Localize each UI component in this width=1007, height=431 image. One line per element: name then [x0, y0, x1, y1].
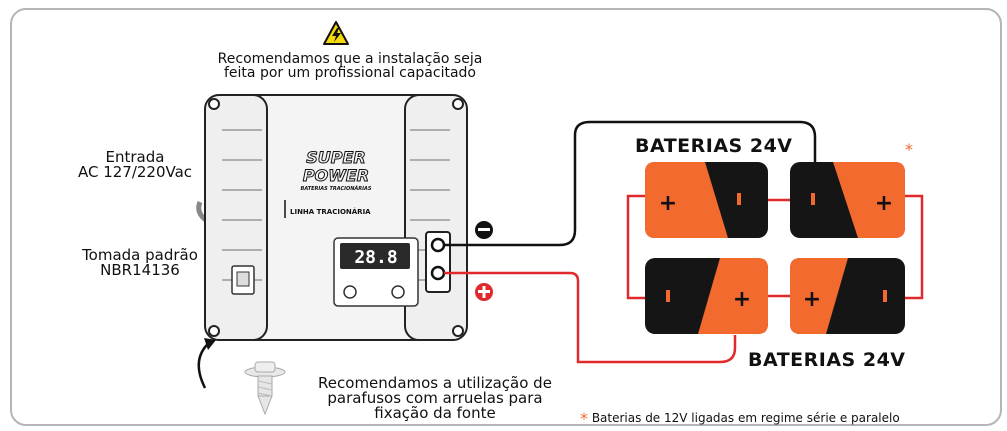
screw-with-washer-icon [244, 361, 286, 416]
svg-text:POWER: POWER [303, 166, 369, 185]
input-label-line-1: Entrada [105, 148, 165, 166]
socket-label: Tomada padrão NBR14136 [55, 248, 225, 278]
screw-text-line-2: parafusos com arruelas para [327, 389, 543, 407]
parallel-link-left [626, 194, 645, 300]
socket-label-line-1: Tomada padrão [82, 246, 198, 264]
brand-logo: SUPER POWER BATERIAS TRACIONÁRIAS [301, 148, 372, 193]
parallel-link-right [905, 194, 924, 300]
screw-recommendation-text: Recomendamos a utilização de parafusos c… [285, 376, 585, 421]
warning-line-1: Recomendamos que a instalação seja [217, 51, 483, 67]
svg-text:+: + [803, 287, 821, 312]
socket-label-line-2: NBR14136 [100, 261, 180, 279]
batteries-bottom-label: BATERIAS 24V [748, 349, 906, 371]
batteries-top-label: BATERIAS 24V [635, 135, 793, 157]
warning-line-2: feita por um profissional capacitado [224, 65, 476, 81]
installation-warning-text: Recomendamos que a instalação seja feita… [180, 52, 520, 80]
power-supply-device [204, 94, 468, 341]
input-label-line-2: AC 127/220Vac [77, 163, 193, 181]
battery-top-left: + [645, 162, 768, 238]
positive-wire [444, 271, 737, 364]
screw-text-line-3: fixação da fonte [374, 404, 496, 422]
svg-text:+: + [733, 287, 751, 312]
positive-terminal-icon [475, 283, 493, 301]
negative-terminal-icon [475, 221, 493, 239]
batteries-asterisk: * [905, 140, 913, 159]
negative-wire [444, 120, 817, 247]
battery-bottom-right: + [790, 258, 905, 334]
input-label: Entrada AC 127/220Vac [45, 150, 225, 180]
battery-bottom-left: + [645, 258, 768, 334]
battery-top-right: + [790, 162, 905, 238]
svg-text:SUPER: SUPER [306, 148, 366, 167]
footnote-text: Baterias de 12V ligadas em regime série … [591, 411, 900, 425]
svg-text:+: + [659, 191, 677, 216]
screw-text-line-1: Recomendamos a utilização de [318, 374, 552, 392]
footnote: * Baterias de 12V ligadas em regime séri… [580, 409, 900, 428]
voltage-display: 28.8 [354, 247, 397, 268]
footnote-asterisk: * [580, 409, 588, 428]
product-line-label: LINHA TRACIONÁRIA [290, 207, 371, 216]
high-voltage-warning-icon [323, 21, 349, 45]
svg-text:BATERIAS TRACIONÁRIAS: BATERIAS TRACIONÁRIAS [301, 185, 372, 192]
svg-text:+: + [875, 191, 893, 216]
